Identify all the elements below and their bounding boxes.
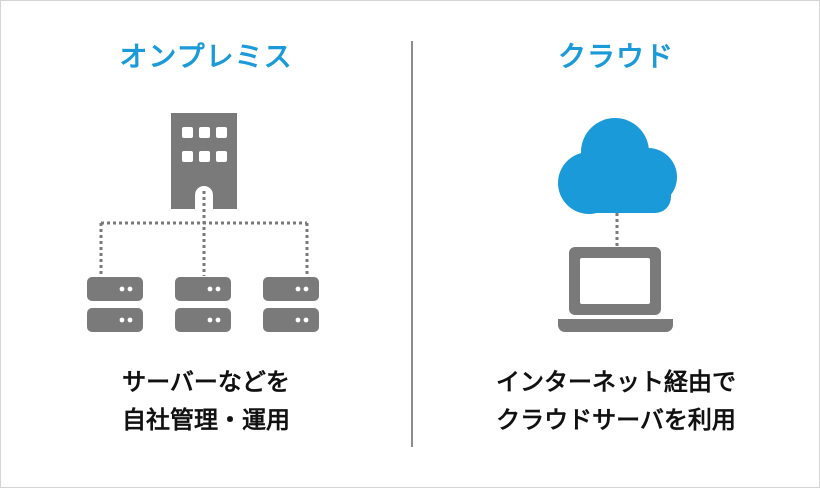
cloud-title: クラウド [557,40,674,73]
onpremise-caption-line1: サーバーなどを [122,368,290,396]
panel-divider [411,41,413,447]
onpremise-title: オンプレミス [119,40,293,73]
server-icon [263,277,319,332]
server-icon [87,277,143,332]
network-connectors [99,191,309,276]
laptop-icon [558,247,673,332]
cloud-caption: インターネット経由で クラウドサーバを利用 [411,363,820,439]
cloud-icon [558,118,677,214]
cloud-panel: クラウド インターネット経由で クラウドサーバを利用 [411,1,820,487]
building-icon [171,113,237,209]
onpremise-illustration [87,113,319,332]
server-icon [175,277,231,332]
onpremise-caption: サーバーなどを 自社管理・運用 [1,363,411,439]
onpremise-panel: オンプレミス [1,1,411,487]
cloud-caption-line2: クラウドサーバを利用 [496,406,736,434]
cloud-caption-line1: インターネット経由で [496,368,736,396]
onpremise-caption-line2: 自社管理・運用 [122,406,290,434]
cloud-illustration [558,118,677,332]
